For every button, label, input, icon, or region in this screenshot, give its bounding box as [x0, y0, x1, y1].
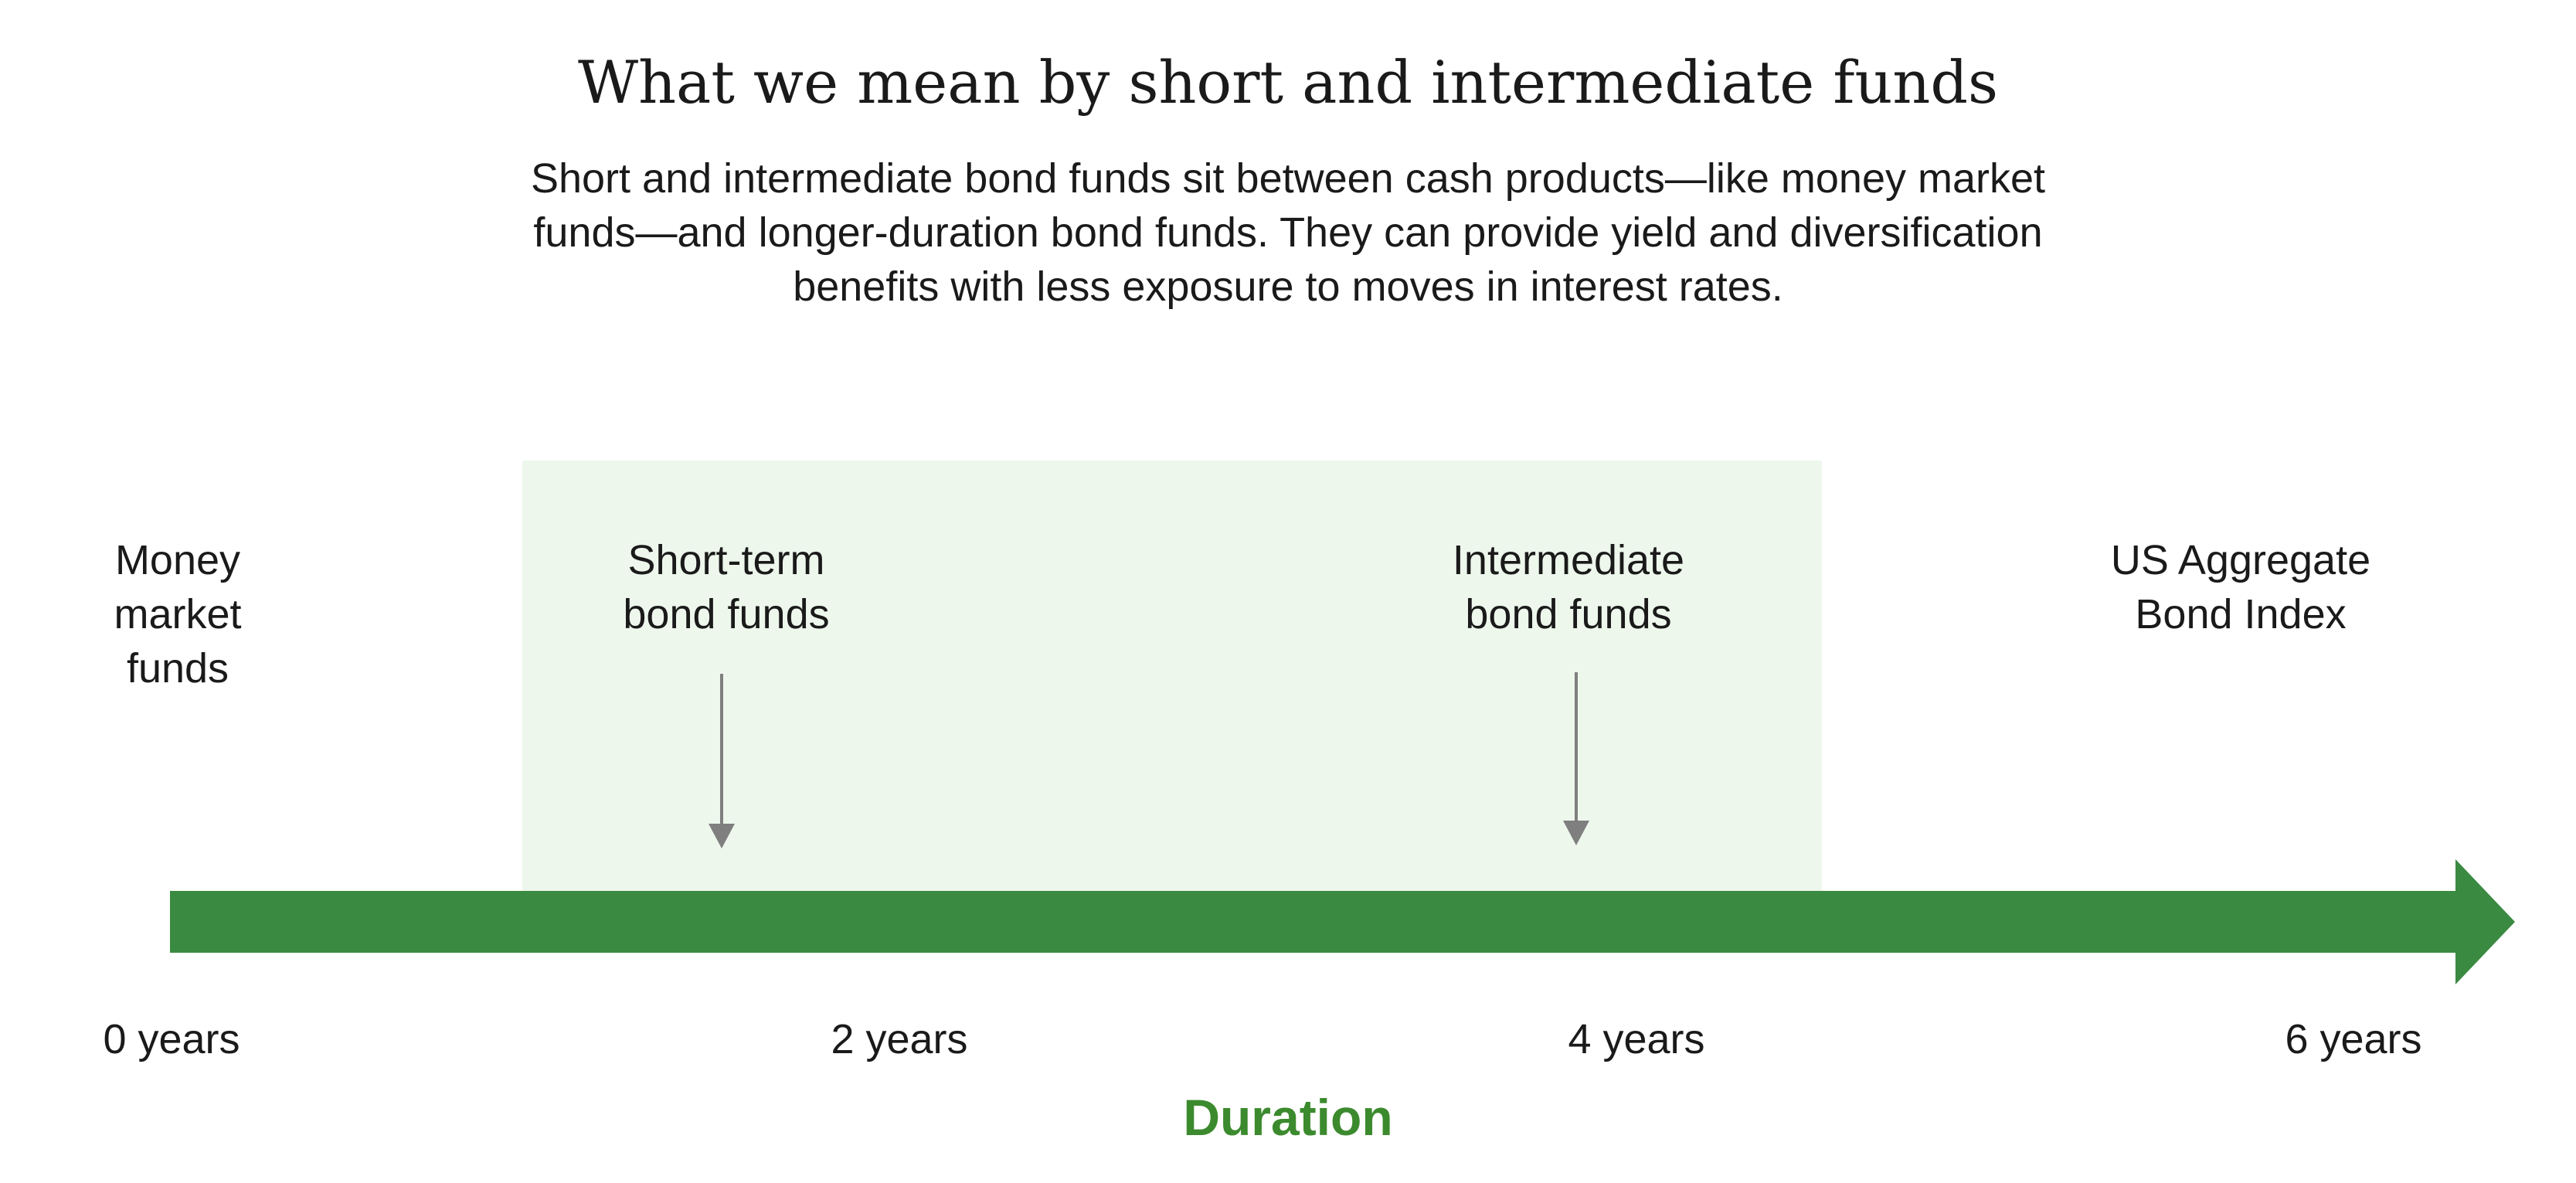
- tick-0-years: 0 years: [103, 1016, 240, 1062]
- diagram-subtitle: Short and intermediate bond funds sit be…: [530, 155, 2046, 310]
- duration-arrow: [170, 859, 2515, 984]
- tick-2-years: 2 years: [831, 1016, 968, 1062]
- diagram-title: What we mean by short and intermediate f…: [577, 48, 1999, 117]
- short-intermediate-band: [522, 461, 1822, 893]
- tick-4-years: 4 years: [1568, 1016, 1705, 1062]
- short-term-pointer-arrow: [709, 674, 735, 848]
- intermediate-bond-funds-label: Intermediate bond funds: [1452, 537, 1685, 637]
- us-aggregate-bond-index-label: US Aggregate Bond Index: [2110, 537, 2371, 637]
- axis-title-duration: Duration: [1183, 1089, 1393, 1146]
- intermediate-pointer-arrow: [1563, 672, 1589, 845]
- short-term-bond-funds-label: Short-term bond funds: [623, 537, 830, 637]
- money-market-funds-label: Money market funds: [114, 537, 242, 692]
- tick-6-years: 6 years: [2285, 1016, 2422, 1062]
